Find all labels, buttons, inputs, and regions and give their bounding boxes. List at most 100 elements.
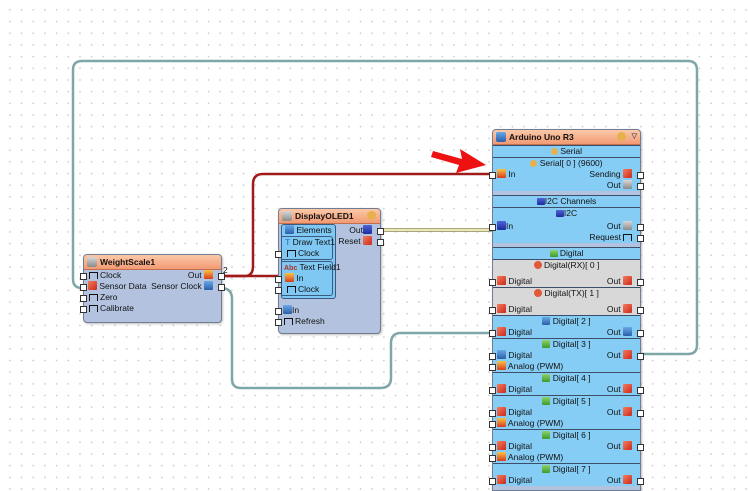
digital-icon <box>88 281 97 290</box>
digital-4-in-pin[interactable] <box>489 387 496 394</box>
digital-6-in-pin[interactable] <box>489 444 496 451</box>
analog-icon <box>204 270 213 279</box>
displayoled-component[interactable]: DisplayOLED1 Elements T Draw Text1 Clock… <box>275 208 384 334</box>
wire-count-label: 2 <box>223 265 228 275</box>
text-icon: T <box>285 237 291 247</box>
digital-out-icon <box>623 304 632 313</box>
binary-icon <box>623 180 632 189</box>
analog-icon <box>497 452 506 461</box>
binary-icon <box>623 221 632 230</box>
digital-6-out-pin[interactable] <box>637 444 644 451</box>
digital-5-out-pin[interactable] <box>637 410 644 417</box>
clock-icon <box>287 286 296 293</box>
arduino-component[interactable]: Arduino Uno R3 ▽ Serial Serial[ 0 ] (960… <box>489 129 644 491</box>
oled-reset-pin[interactable] <box>377 239 384 246</box>
channel-icon <box>542 340 551 348</box>
serial-sending-pin[interactable] <box>637 172 644 179</box>
digital-0-in-pin[interactable] <box>489 279 496 286</box>
analog-icon <box>497 361 506 370</box>
digital-icon <box>497 407 506 416</box>
digital-2-in-pin[interactable] <box>489 330 496 337</box>
i2c-icon <box>363 225 372 234</box>
digital-icon <box>497 475 506 484</box>
tools-icon[interactable] <box>367 211 376 220</box>
pin-clock: Clock Out <box>80 270 225 281</box>
channel-icon <box>533 261 542 269</box>
channel-icon <box>542 317 551 325</box>
digital-out-icon <box>623 350 632 359</box>
zero-pin[interactable] <box>80 295 87 302</box>
i2c-icon <box>555 210 564 217</box>
oled-out-pin[interactable] <box>377 228 384 235</box>
red-arrow-annotation <box>431 149 486 173</box>
text-field-element[interactable]: Abc Text Field1 In Clock <box>275 261 341 296</box>
serial-channel: Serial[ 0 ] (9600) In Sending Out <box>489 157 644 191</box>
digital-icon <box>497 441 506 450</box>
arduino-header[interactable]: Arduino Uno R3 ▽ <box>493 130 640 145</box>
oled-in-pin[interactable] <box>275 308 282 315</box>
digital-3-analog-pin[interactable] <box>489 364 496 371</box>
displayoled-header[interactable]: DisplayOLED1 <box>279 209 380 224</box>
i2c-out-pin[interactable] <box>637 224 644 231</box>
scale-icon <box>87 257 97 267</box>
digital-1-in-pin[interactable] <box>489 307 496 314</box>
digital-out-icon <box>623 276 632 285</box>
channel-icon <box>542 374 551 382</box>
text-field-clock-pin[interactable] <box>275 287 282 294</box>
draw-text-element[interactable]: T Draw Text1 Clock <box>275 236 335 260</box>
oled-refresh-pin[interactable] <box>275 319 282 326</box>
draw-text-clock-pin[interactable] <box>275 251 282 258</box>
digital-2-out-pin[interactable] <box>637 330 644 337</box>
i2c-section: I2C Channels I2C In Out Request <box>489 195 644 243</box>
clock-icon <box>89 294 98 301</box>
weightscale-component[interactable]: WeightScale1 Clock Out Sensor Data Senso… <box>80 254 225 323</box>
digital-out-icon <box>623 384 632 393</box>
digital-icon <box>497 304 506 313</box>
i2c-icon <box>497 221 506 230</box>
elements-icon <box>285 225 294 234</box>
digital-4-out-pin[interactable] <box>637 387 644 394</box>
digital-3-in-pin[interactable] <box>489 353 496 360</box>
clock-icon <box>284 318 293 325</box>
digital-icon <box>363 236 372 245</box>
sensor-clock-pin[interactable] <box>218 284 225 291</box>
arduino-title: Arduino Uno R3 <box>509 132 574 142</box>
digital-icon <box>497 276 506 285</box>
serial-in-pin[interactable] <box>489 172 496 179</box>
digital-1-out-pin[interactable] <box>637 307 644 314</box>
clock-icon <box>89 272 98 279</box>
i2c-in-pin[interactable] <box>489 224 496 231</box>
digital-0-out-pin[interactable] <box>637 279 644 286</box>
digital-out-icon <box>623 407 632 416</box>
calibrate-pin[interactable] <box>80 306 87 313</box>
weightscale-header[interactable]: WeightScale1 <box>84 255 221 270</box>
digital-out-icon <box>623 475 632 484</box>
text-field-in-pin[interactable] <box>275 276 282 283</box>
tools-icon[interactable] <box>617 132 626 141</box>
clock-pin[interactable] <box>80 273 87 280</box>
digital-5-analog-pin[interactable] <box>489 421 496 428</box>
analog-icon <box>285 273 294 282</box>
digital-3-out-pin[interactable] <box>637 353 644 360</box>
digital-6-analog-pin[interactable] <box>489 455 496 462</box>
sensor-data-pin[interactable] <box>80 284 87 291</box>
channel-icon <box>534 289 543 297</box>
collapse-chevron-icon[interactable]: ▽ <box>631 133 637 140</box>
serial-out-pin[interactable] <box>637 183 644 190</box>
clock-icon <box>287 250 296 257</box>
arduino-icon <box>496 132 506 142</box>
pin-calibrate: Calibrate <box>80 303 221 314</box>
analog-icon <box>497 418 506 427</box>
digital-5-in-pin[interactable] <box>489 410 496 417</box>
digital-out-icon <box>623 327 632 336</box>
channel-icon <box>542 465 551 473</box>
analog-icon <box>497 169 506 178</box>
i2c-request-pin[interactable] <box>637 235 644 242</box>
